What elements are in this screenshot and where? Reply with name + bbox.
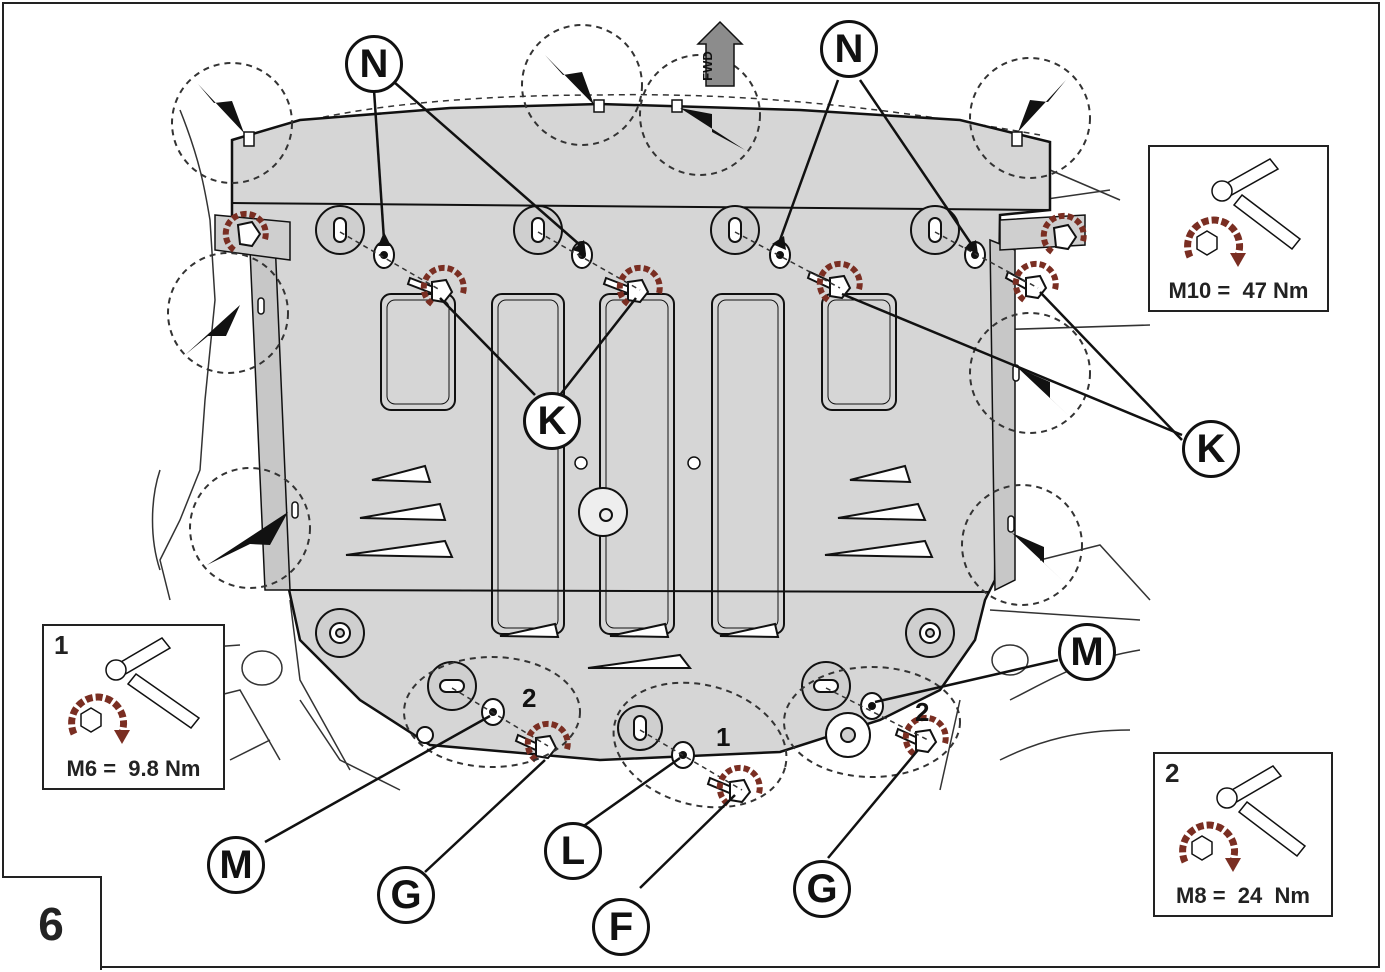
torque-spec-m8: M8 = 24 Nm bbox=[1176, 883, 1310, 908]
torque-box-m10: M10 = 47 Nm bbox=[1148, 145, 1329, 312]
torque-spec-m10: M10 = 47 Nm bbox=[1168, 278, 1309, 303]
step-number: 6 bbox=[38, 898, 64, 950]
mount-holes-top bbox=[315, 205, 960, 255]
sub-label-right-2: 2 bbox=[915, 697, 930, 727]
step-number-box: 6 bbox=[2, 876, 102, 970]
plate-front-edge bbox=[231, 202, 1051, 211]
callout-n-left: N bbox=[345, 35, 403, 93]
callout-k-right: K bbox=[1182, 420, 1240, 478]
leader-arrowheads bbox=[378, 232, 978, 254]
torque-step-number-1: 1 bbox=[54, 630, 69, 660]
sub-label-left-2: 2 bbox=[522, 683, 537, 713]
upper-outline-dashed bbox=[239, 93, 1041, 146]
ratchet-wrench-icon bbox=[68, 637, 201, 744]
drain-hole bbox=[578, 487, 628, 537]
torque-spec-m6: M6 = 9.8 Nm bbox=[66, 756, 201, 781]
fwd-arrow-icon bbox=[696, 20, 744, 87]
callout-g-left: G bbox=[377, 866, 435, 924]
sub-label-center-1: 1 bbox=[716, 722, 731, 752]
vent-slots bbox=[345, 464, 934, 669]
callout-m-left: M bbox=[207, 836, 265, 894]
callout-f: F bbox=[592, 898, 650, 956]
pointer-arrows bbox=[185, 55, 1068, 580]
leader-lines bbox=[264, 79, 1183, 889]
torque-box-m8: 2 M8 = 24 Nm bbox=[1153, 752, 1333, 917]
callout-k-center: K bbox=[523, 392, 581, 450]
torque-arcs bbox=[222, 210, 1087, 807]
check-circles bbox=[167, 24, 1091, 809]
callout-n-right: N bbox=[820, 20, 878, 78]
callout-l: L bbox=[544, 822, 602, 880]
clip-slots bbox=[243, 99, 1023, 533]
torque-box-m6: 1 M6 = 9.8 Nm bbox=[42, 624, 225, 790]
callout-g-right: G bbox=[793, 860, 851, 918]
ratchet-wrench-icon bbox=[1184, 158, 1302, 267]
plate-rear-edge bbox=[287, 589, 991, 593]
mount-holes-rear bbox=[315, 608, 955, 758]
callout-m-right: M bbox=[1058, 623, 1116, 681]
washers-n bbox=[373, 241, 986, 269]
ratchet-wrench-icon bbox=[1179, 765, 1307, 872]
torque-step-number-2: 2 bbox=[1165, 758, 1180, 788]
